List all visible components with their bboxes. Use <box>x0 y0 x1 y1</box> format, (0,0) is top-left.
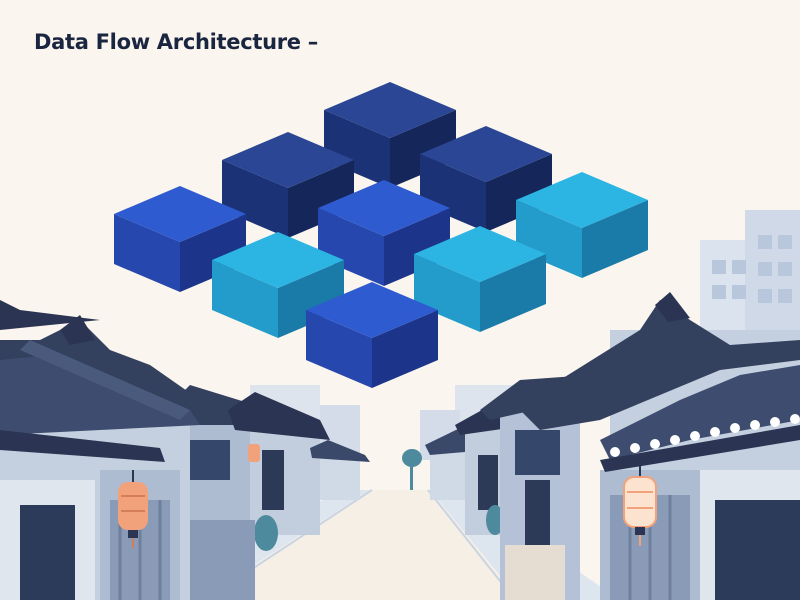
block-top-face <box>306 282 438 338</box>
block-top-face <box>222 132 354 188</box>
blocks-layer <box>114 82 648 388</box>
block-7 <box>212 232 344 338</box>
block-right-face <box>480 254 546 332</box>
right-hanok <box>520 292 800 600</box>
block-top-face <box>324 82 456 138</box>
block-right-face <box>278 260 344 338</box>
block-right-face <box>582 200 648 278</box>
block-left-face <box>420 154 486 232</box>
block-left-face <box>516 200 582 278</box>
block-left-face <box>414 254 480 332</box>
block-9 <box>306 282 438 388</box>
block-left-face <box>318 208 384 286</box>
block-left-face <box>222 160 288 238</box>
block-1 <box>324 82 456 188</box>
block-grid <box>114 82 648 388</box>
block-top-face <box>420 126 552 182</box>
block-right-face <box>384 208 450 286</box>
left-lantern <box>118 470 148 548</box>
right-lantern <box>623 465 657 546</box>
block-right-face <box>486 154 552 232</box>
block-5 <box>114 186 246 292</box>
block-3 <box>420 126 552 232</box>
block-left-face <box>114 214 180 292</box>
block-left-face <box>212 260 278 338</box>
block-top-face <box>414 226 546 282</box>
page-title: Data Flow Architecture – <box>34 30 318 54</box>
block-right-face <box>372 310 438 388</box>
block-4 <box>318 180 450 286</box>
block-top-face <box>516 172 648 228</box>
block-left-face <box>306 310 372 388</box>
block-right-face <box>390 110 456 188</box>
block-left-face <box>324 110 390 188</box>
block-top-face <box>318 180 450 236</box>
block-2 <box>222 132 354 238</box>
left-hanok <box>0 300 210 600</box>
block-8 <box>414 226 546 332</box>
block-right-face <box>288 160 354 238</box>
block-top-face <box>114 186 246 242</box>
block-6 <box>516 172 648 278</box>
block-right-face <box>180 214 246 292</box>
block-top-face <box>212 232 344 288</box>
